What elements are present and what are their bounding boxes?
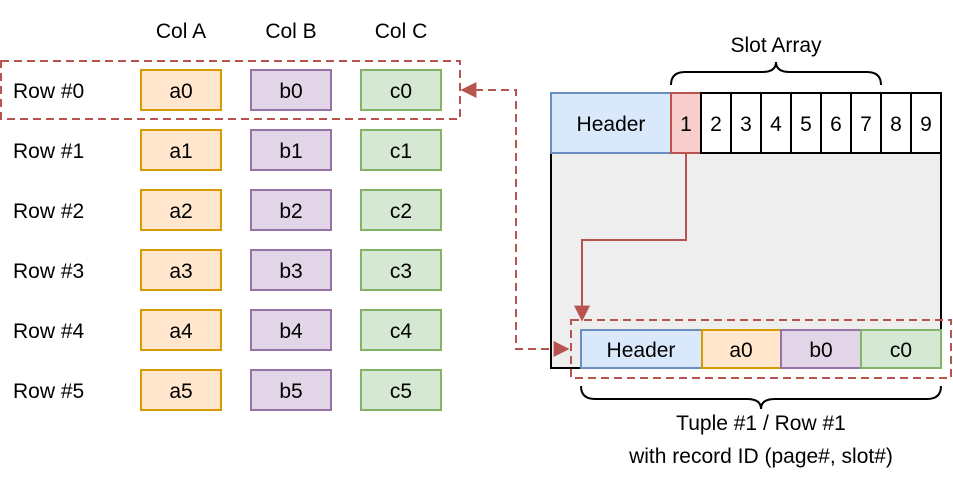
tuple-value-c	[860, 329, 942, 369]
slot-2-label: 2	[710, 113, 722, 136]
cell-c2	[360, 189, 442, 231]
slot-5-label: 5	[800, 113, 812, 136]
tuple-value-a-label: a0	[729, 339, 752, 362]
page-header-box	[550, 92, 672, 154]
page-header-label: Header	[577, 113, 646, 136]
cell-c4-label: c4	[390, 320, 413, 343]
cell-a4	[140, 309, 222, 351]
slot-7-label: 7	[860, 113, 872, 136]
row-label-4: Row #4	[13, 320, 85, 343]
cell-c4	[360, 309, 442, 351]
column-header-b: Col B	[265, 20, 316, 43]
cell-b0	[250, 69, 332, 111]
tuple-caption-line2: with record ID (page#, slot#)	[628, 445, 893, 468]
cell-a2-label: a2	[169, 200, 192, 223]
column-header-c: Col C	[375, 20, 428, 43]
row-0-highlight	[0, 60, 461, 120]
cell-c0	[360, 69, 442, 111]
tuple-brace	[580, 385, 942, 410]
slot-3-label: 3	[740, 113, 752, 136]
cell-c1	[360, 129, 442, 171]
cell-b0-label: b0	[279, 80, 302, 103]
cell-b3-label: b3	[279, 260, 302, 283]
cell-b1-label: b1	[279, 140, 302, 163]
tuple-value-b-label: b0	[809, 339, 832, 362]
cell-a3-label: a3	[169, 260, 192, 283]
tuple-value-b	[780, 329, 862, 369]
cell-b3	[250, 249, 332, 291]
row-label-0: Row #0	[13, 80, 84, 103]
row-label-3: Row #3	[13, 260, 84, 283]
slot-3	[730, 92, 762, 154]
row-label-2: Row #2	[13, 200, 84, 223]
cell-c1-label: c1	[390, 140, 412, 163]
cell-a2	[140, 189, 222, 231]
slot-6	[820, 92, 852, 154]
cell-a5-label: a5	[169, 380, 192, 403]
cell-c0-label: c0	[390, 80, 412, 103]
slot-9	[910, 92, 942, 154]
column-header-a: Col A	[156, 20, 206, 43]
tuple-header-label: Header	[607, 339, 676, 362]
tuple-header-box	[580, 329, 703, 369]
cell-c2-label: c2	[390, 200, 412, 223]
slot-array-label: Slot Array	[730, 34, 822, 57]
row-tuple-link	[460, 82, 570, 357]
cell-b5-label: b5	[279, 380, 302, 403]
tuple-value-c-label: c0	[890, 339, 912, 362]
slot-array-brace	[670, 61, 882, 86]
cell-b2	[250, 189, 332, 231]
slot-4-label: 4	[770, 113, 782, 136]
cell-b5	[250, 369, 332, 411]
cell-a1-label: a1	[169, 140, 192, 163]
cell-b1	[250, 129, 332, 171]
tuple-caption-line1: Tuple #1 / Row #1	[676, 412, 846, 435]
cell-c3-label: c3	[390, 260, 412, 283]
tuple-highlight	[570, 319, 952, 379]
slot-8	[880, 92, 912, 154]
cell-c3	[360, 249, 442, 291]
slot-pointer-arrow	[574, 153, 687, 322]
slot-8-label: 8	[890, 113, 902, 136]
cell-a1	[140, 129, 222, 171]
cell-b2-label: b2	[279, 200, 302, 223]
slot-6-label: 6	[830, 113, 842, 136]
cell-a4-label: a4	[169, 320, 193, 343]
slot-1-label: 1	[680, 113, 692, 136]
cell-a0	[140, 69, 222, 111]
cell-b4	[250, 309, 332, 351]
row-label-1: Row #1	[13, 140, 84, 163]
cell-b4-label: b4	[279, 320, 303, 343]
cell-a0-label: a0	[169, 80, 192, 103]
cell-a5	[140, 369, 222, 411]
row-label-5: Row #5	[13, 380, 84, 403]
cell-c5-label: c5	[390, 380, 412, 403]
cell-a3	[140, 249, 222, 291]
slot-9-label: 9	[920, 113, 932, 136]
cell-c5	[360, 369, 442, 411]
